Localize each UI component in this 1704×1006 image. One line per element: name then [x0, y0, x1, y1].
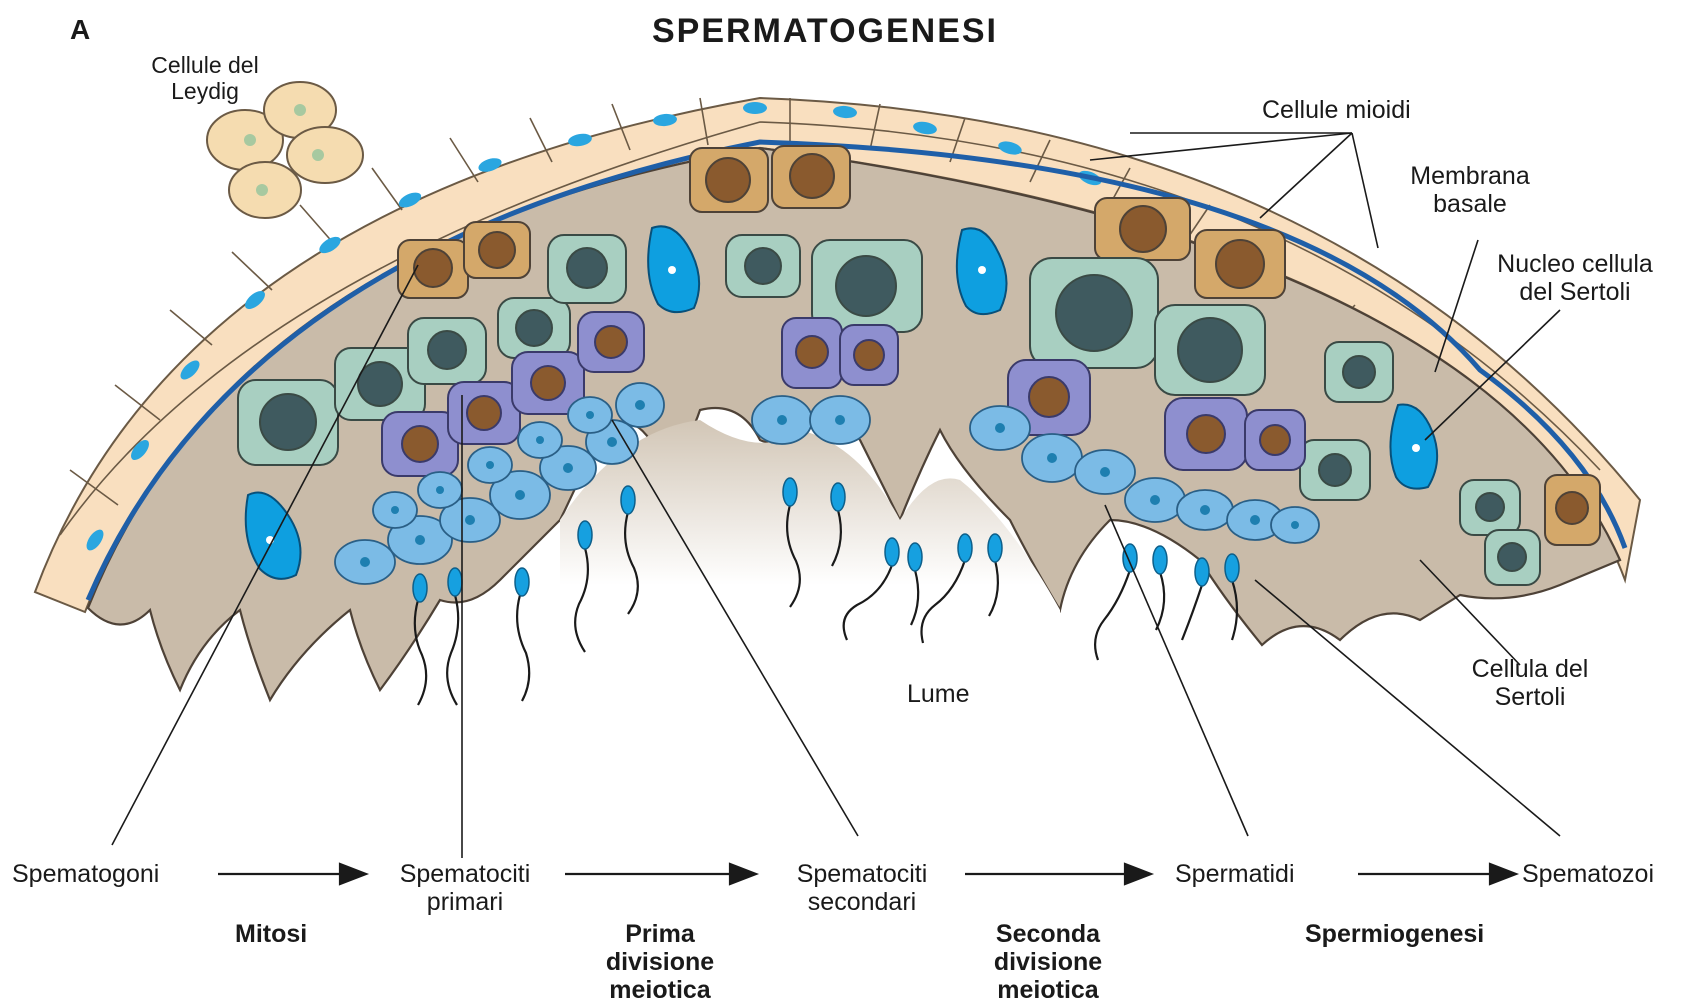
process-mitosis: Mitosi [235, 920, 307, 948]
stage-spermatozoa: Spematozoi [1522, 860, 1654, 888]
label-sertoli-nucleus: Nucleo cellula del Sertoli [1470, 250, 1680, 306]
label-sertoli-cell: Cellula del Sertoli [1440, 655, 1620, 711]
label-sertoli-line2: Sertoli [1440, 683, 1620, 711]
label-leydig-line1: Cellule del [120, 52, 290, 78]
stage-primary-line1: Spematociti [365, 860, 565, 888]
label-sertoli-line1: Cellula del [1440, 655, 1620, 683]
label-leydig-cells: Cellule del Leydig [120, 52, 290, 104]
label-leydig-line2: Leydig [120, 78, 290, 104]
process-second-line3: meiotica [948, 976, 1148, 1004]
process-first-meiotic-division: Prima divisione meiotica [560, 920, 760, 1004]
stage-spermatogonia: Spematogoni [12, 860, 159, 888]
stage-secondary-line1: Spematociti [762, 860, 962, 888]
process-first-line1: Prima [560, 920, 760, 948]
figure-title: SPERMATOGENESI [600, 12, 1050, 50]
stage-spermatids: Spermatidi [1175, 860, 1295, 888]
process-first-line2: divisione [560, 948, 760, 976]
process-first-line3: meiotica [560, 976, 760, 1004]
label-lumen: Lume [907, 680, 970, 708]
process-second-meiotic-division: Seconda divisione meiotica [948, 920, 1148, 1004]
label-membrane-line2: basale [1380, 190, 1560, 218]
label-basement-membrane: Membrana basale [1380, 162, 1560, 218]
label-myoid-cells: Cellule mioidi [1262, 96, 1411, 124]
stage-secondary-spermatocytes: Spematociti secondari [762, 860, 962, 916]
stage-secondary-line2: secondari [762, 888, 962, 916]
stage-primary-spermatocytes: Spematociti primari [365, 860, 565, 916]
process-second-line1: Seconda [948, 920, 1148, 948]
stage-primary-line2: primari [365, 888, 565, 916]
panel-letter: A [70, 16, 90, 44]
process-second-line2: divisione [948, 948, 1148, 976]
label-nucleus-line2: del Sertoli [1470, 278, 1680, 306]
label-nucleus-line1: Nucleo cellula [1470, 250, 1680, 278]
label-membrane-line1: Membrana [1380, 162, 1560, 190]
process-spermiogenesis: Spermiogenesi [1305, 920, 1484, 948]
